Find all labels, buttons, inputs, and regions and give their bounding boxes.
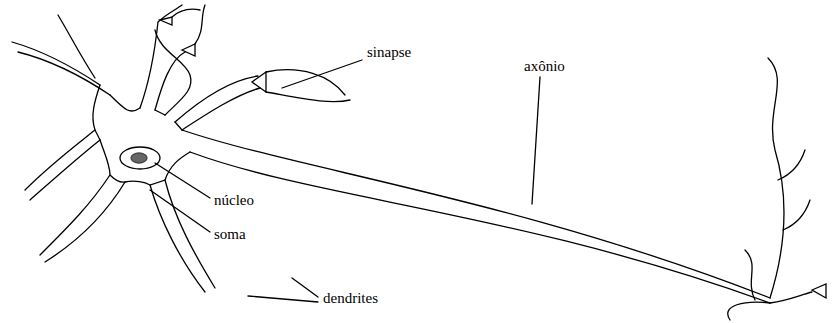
axon-terminal — [728, 302, 770, 320]
nucleus — [131, 153, 147, 163]
soma-outline — [110, 95, 140, 111]
soma-outline — [95, 130, 100, 140]
synapse-target — [266, 70, 350, 102]
dendrite — [12, 42, 100, 85]
dendrite — [140, 5, 182, 108]
leader-line — [150, 190, 210, 232]
soma-outline — [25, 85, 100, 190]
soma-outline — [175, 122, 182, 130]
leader-line — [248, 296, 318, 302]
synaptic-knob — [182, 44, 195, 56]
dendrite — [45, 182, 125, 262]
leader-line — [532, 77, 540, 204]
dendrite — [18, 52, 110, 95]
dendrite — [182, 88, 260, 130]
soma-outline — [155, 110, 165, 115]
axon-terminal — [770, 292, 812, 303]
leader-line — [282, 60, 362, 88]
nucleus-outline — [120, 147, 160, 169]
axon-terminal — [778, 150, 805, 180]
dendrite — [155, 30, 191, 115]
dendrite — [150, 185, 205, 292]
dendrite — [40, 175, 110, 255]
synaptic-knob — [252, 72, 266, 92]
soma-outline — [100, 140, 190, 185]
dendrite — [175, 76, 258, 122]
dendrite — [155, 52, 185, 110]
part-label: dendrites — [321, 290, 380, 307]
part-label: sinapse — [365, 44, 413, 61]
synaptic-knob — [160, 17, 172, 25]
leader-line — [155, 163, 210, 198]
part-label: soma — [212, 226, 248, 243]
leader-line — [292, 278, 318, 297]
axon — [190, 152, 770, 303]
axon-terminal — [783, 200, 810, 230]
synapse-target — [172, 5, 205, 44]
axon-terminal — [745, 250, 755, 300]
part-label: núcleo — [212, 192, 256, 209]
dendrite — [58, 15, 95, 78]
synaptic-knob — [812, 284, 826, 298]
part-label: axônio — [522, 58, 567, 75]
dendrite — [30, 140, 100, 200]
